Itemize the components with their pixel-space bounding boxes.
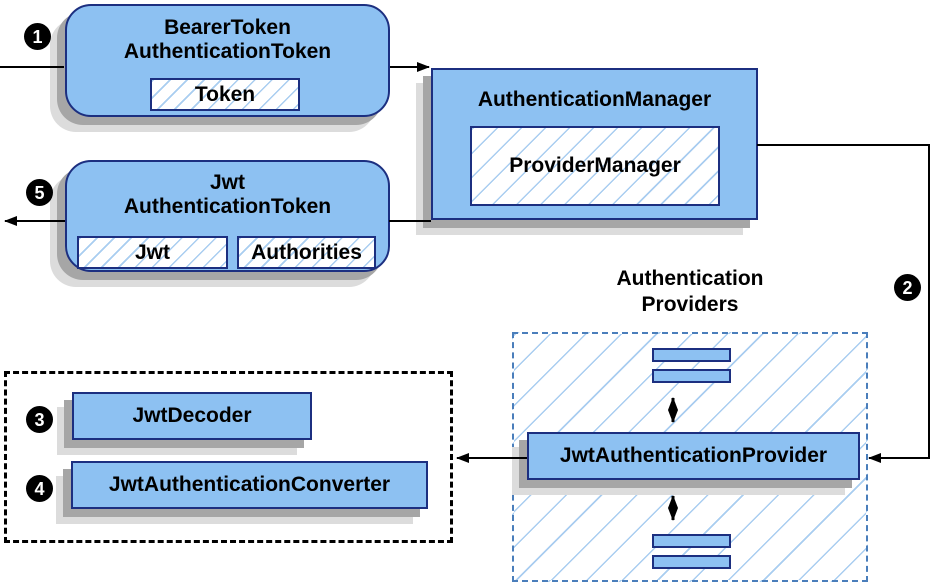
authentication-manager-title: AuthenticationManager bbox=[477, 88, 712, 111]
bearer-token-title-line1: BearerToken bbox=[164, 16, 291, 39]
jwt-field-box: Jwt bbox=[77, 236, 228, 269]
providers-label-line2: Providers bbox=[641, 293, 739, 316]
bearer-token-authentication-token-box: BearerToken AuthenticationToken Token bbox=[65, 4, 390, 117]
provider-manager-label: ProviderManager bbox=[509, 154, 681, 177]
jwt-token-title-line2: AuthenticationToken bbox=[123, 195, 332, 218]
authentication-manager-box: AuthenticationManager ProviderManager bbox=[431, 68, 758, 220]
step-badge-1: 1 bbox=[24, 23, 51, 50]
jwt-token-title-line1: Jwt bbox=[209, 171, 245, 194]
authentication-providers-label: Authentication Providers bbox=[512, 266, 868, 318]
jwt-token-box-title: Jwt AuthenticationToken bbox=[67, 162, 388, 219]
bearer-token-box-title: BearerToken AuthenticationToken bbox=[67, 6, 388, 64]
step-badge-2: 2 bbox=[894, 274, 921, 301]
provider-placeholder-bar bbox=[652, 534, 731, 548]
token-field-label: Token bbox=[194, 82, 256, 106]
jwt-decoder-box: JwtDecoder bbox=[72, 392, 312, 440]
token-field-box: Token bbox=[150, 78, 300, 111]
jwt-authentication-token-box: Jwt AuthenticationToken Jwt Authorities bbox=[65, 160, 390, 272]
decoder-converter-dashed-group bbox=[4, 371, 453, 543]
provider-manager-box: ProviderManager bbox=[470, 126, 720, 206]
provider-placeholder-bar bbox=[652, 369, 731, 383]
jwt-authentication-provider-label: JwtAuthenticationProvider bbox=[559, 444, 828, 467]
jwt-authentication-provider-box: JwtAuthenticationProvider bbox=[527, 432, 860, 480]
provider-placeholder-bar bbox=[652, 555, 731, 569]
authorities-field-box: Authorities bbox=[237, 236, 376, 269]
step-badge-4: 4 bbox=[26, 475, 53, 502]
provider-placeholder-bar bbox=[652, 348, 731, 362]
step-badge-3: 3 bbox=[26, 406, 53, 433]
authorities-field-label: Authorities bbox=[251, 240, 362, 264]
jwt-field-label: Jwt bbox=[134, 240, 170, 264]
step-badge-5: 5 bbox=[26, 179, 53, 206]
jwt-authentication-converter-box: JwtAuthenticationConverter bbox=[71, 461, 428, 509]
providers-label-line1: Authentication bbox=[616, 267, 764, 290]
jwt-decoder-label: JwtDecoder bbox=[132, 404, 252, 427]
jwt-authentication-converter-label: JwtAuthenticationConverter bbox=[108, 473, 391, 496]
bearer-token-title-line2: AuthenticationToken bbox=[123, 40, 332, 63]
